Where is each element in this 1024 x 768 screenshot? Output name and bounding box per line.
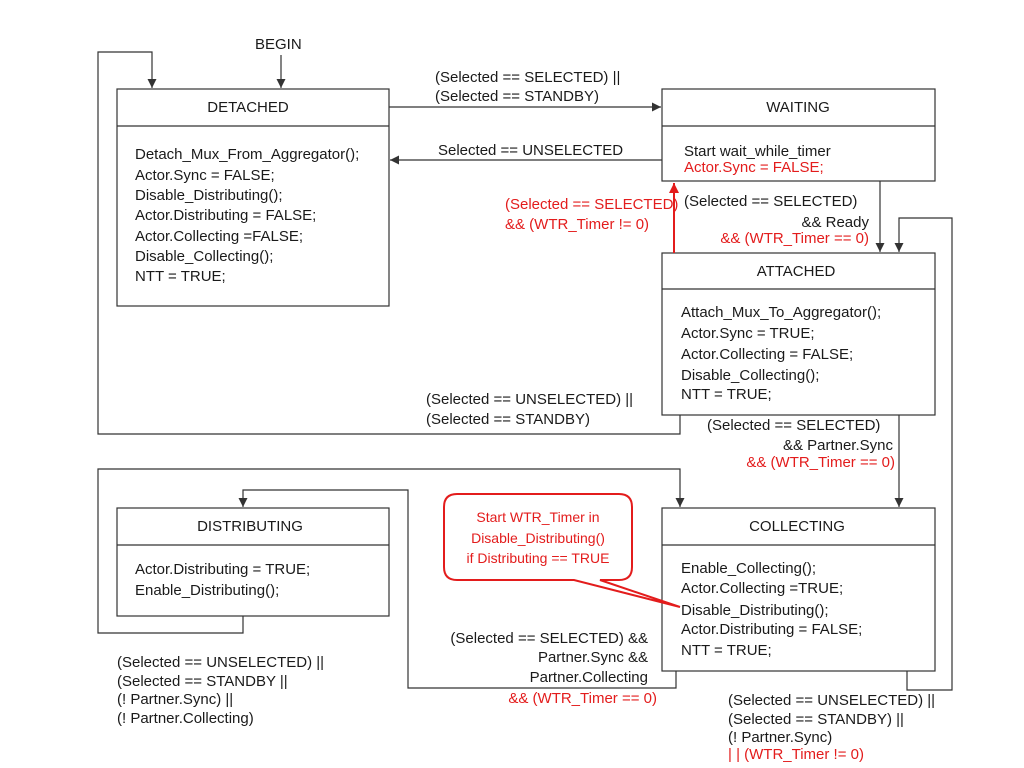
state-waiting-added-action: Actor.Sync = FALSE; — [684, 159, 824, 176]
state-distributing: DISTRIBUTING Actor.Distributing = TRUE; … — [116, 507, 390, 617]
state-attached-title: ATTACHED — [757, 263, 836, 280]
state-attached-action: Actor.Sync = TRUE; — [681, 325, 815, 342]
transition-condition: (Selected == STANDBY) — [426, 411, 590, 428]
state-collecting-action: Actor.Distributing = FALSE; — [681, 621, 862, 638]
transition-condition: (Selected == UNSELECTED) || — [728, 692, 935, 709]
state-detached-action: NTT = TRUE; — [135, 268, 226, 285]
transition-condition: (! Partner.Collecting) — [117, 710, 254, 727]
transition-condition: (Selected == SELECTED) — [684, 193, 857, 210]
callout-line: if Distributing == TRUE — [467, 550, 610, 566]
label-attached-to-waiting: (Selected == SELECTED) && (WTR_Timer != … — [505, 196, 678, 233]
label-waiting-to-detached: Selected == UNSELECTED — [438, 142, 623, 159]
label-collecting-to-attached: (Selected == UNSELECTED) || (Selected ==… — [728, 692, 935, 763]
begin-label: BEGIN — [255, 36, 302, 53]
state-waiting: WAITING Start wait_while_timer Actor.Syn… — [661, 88, 936, 182]
state-detached-action: Detach_Mux_From_Aggregator(); — [135, 146, 359, 163]
transition-condition: (Selected == SELECTED) && — [450, 630, 648, 647]
state-detached-action: Disable_Collecting(); — [135, 248, 273, 265]
transition-condition: (! Partner.Sync) — [728, 729, 832, 746]
transition-condition: (Selected == SELECTED) — [707, 417, 880, 434]
transition-condition: && Partner.Sync — [783, 437, 894, 454]
state-waiting-box — [661, 88, 936, 182]
label-distributing-to-collecting: (Selected == UNSELECTED) || (Selected ==… — [117, 654, 324, 727]
transition-condition: Partner.Sync && — [538, 649, 648, 666]
callout-line: Start WTR_Timer in — [476, 509, 599, 525]
state-distributing-title: DISTRIBUTING — [197, 518, 303, 535]
callout: Start WTR_Timer in Disable_Distributing(… — [443, 493, 681, 608]
state-detached-action: Disable_Distributing(); — [135, 187, 283, 204]
distributing-to-collecting-arrow — [97, 468, 685, 634]
label-attached-to-collecting: (Selected == SELECTED) && Partner.Sync &… — [707, 417, 895, 471]
state-attached-action: Actor.Collecting = FALSE; — [681, 346, 853, 363]
label-detached-to-waiting: (Selected == SELECTED) || (Selected == S… — [435, 69, 620, 105]
attached-to-detached-arrow — [97, 51, 681, 435]
state-collecting: COLLECTING Enable_Collecting(); Actor.Co… — [661, 507, 936, 672]
transition-condition: (! Partner.Sync) || — [117, 691, 233, 708]
state-attached-action: Disable_Collecting(); — [681, 367, 819, 384]
state-collecting-action: NTT = TRUE; — [681, 642, 772, 659]
transition-condition: && Ready — [801, 214, 869, 231]
transition-condition-added: | | (WTR_Timer != 0) — [728, 746, 864, 763]
state-detached-title: DETACHED — [207, 99, 289, 116]
state-attached-action: NTT = TRUE; — [681, 386, 772, 403]
state-distributing-action: Actor.Distributing = TRUE; — [135, 561, 310, 578]
state-detached: DETACHED Detach_Mux_From_Aggregator(); A… — [116, 88, 390, 307]
state-attached-box — [661, 252, 936, 416]
transition-condition-added: && (WTR_Timer == 0) — [720, 230, 869, 247]
state-collecting-title: COLLECTING — [749, 518, 845, 535]
transition-condition: (Selected == SELECTED) || — [435, 69, 620, 86]
transition-condition-added: && (WTR_Timer == 0) — [746, 454, 895, 471]
state-distributing-box — [116, 507, 390, 617]
state-attached-action: Attach_Mux_To_Aggregator(); — [681, 304, 881, 321]
state-detached-action: Actor.Distributing = FALSE; — [135, 207, 316, 224]
state-detached-box — [116, 88, 390, 307]
state-collecting-action: Actor.Collecting =TRUE; — [681, 580, 843, 597]
label-collecting-to-distributing: (Selected == SELECTED) && Partner.Sync &… — [450, 630, 657, 707]
collecting-to-attached-arrow — [894, 217, 953, 691]
state-waiting-action: Start wait_while_timer — [684, 143, 831, 160]
transition-condition: (Selected == STANDBY) || — [728, 711, 904, 728]
state-detached-action: Actor.Collecting =FALSE; — [135, 228, 303, 245]
transition-condition: (Selected == STANDBY || — [117, 673, 288, 690]
transition-condition: Partner.Collecting — [530, 669, 648, 686]
state-collecting-action: Disable_Distributing(); — [681, 602, 829, 619]
transition-condition: (Selected == SELECTED) — [505, 196, 678, 213]
label-attached-to-detached: (Selected == UNSELECTED) || (Selected ==… — [426, 391, 633, 428]
transition-condition: (Selected == UNSELECTED) || — [117, 654, 324, 671]
transition-condition-added: && (WTR_Timer == 0) — [508, 690, 657, 707]
state-detached-action: Actor.Sync = FALSE; — [135, 167, 275, 184]
transition-condition: && (WTR_Timer != 0) — [505, 216, 649, 233]
state-attached: ATTACHED Attach_Mux_To_Aggregator(); Act… — [661, 252, 936, 416]
callout-bubble — [443, 493, 681, 608]
collecting-to-distributing-arrow — [238, 489, 677, 689]
state-distributing-action: Enable_Distributing(); — [135, 582, 279, 599]
transition-condition: (Selected == UNSELECTED) || — [426, 391, 633, 408]
callout-line: Disable_Distributing() — [471, 530, 605, 546]
state-collecting-box — [661, 507, 936, 672]
state-collecting-action: Enable_Collecting(); — [681, 560, 816, 577]
label-waiting-to-attached: (Selected == SELECTED) && Ready && (WTR_… — [684, 193, 869, 247]
transition-condition: (Selected == STANDBY) — [435, 88, 599, 105]
state-waiting-title: WAITING — [766, 99, 830, 116]
